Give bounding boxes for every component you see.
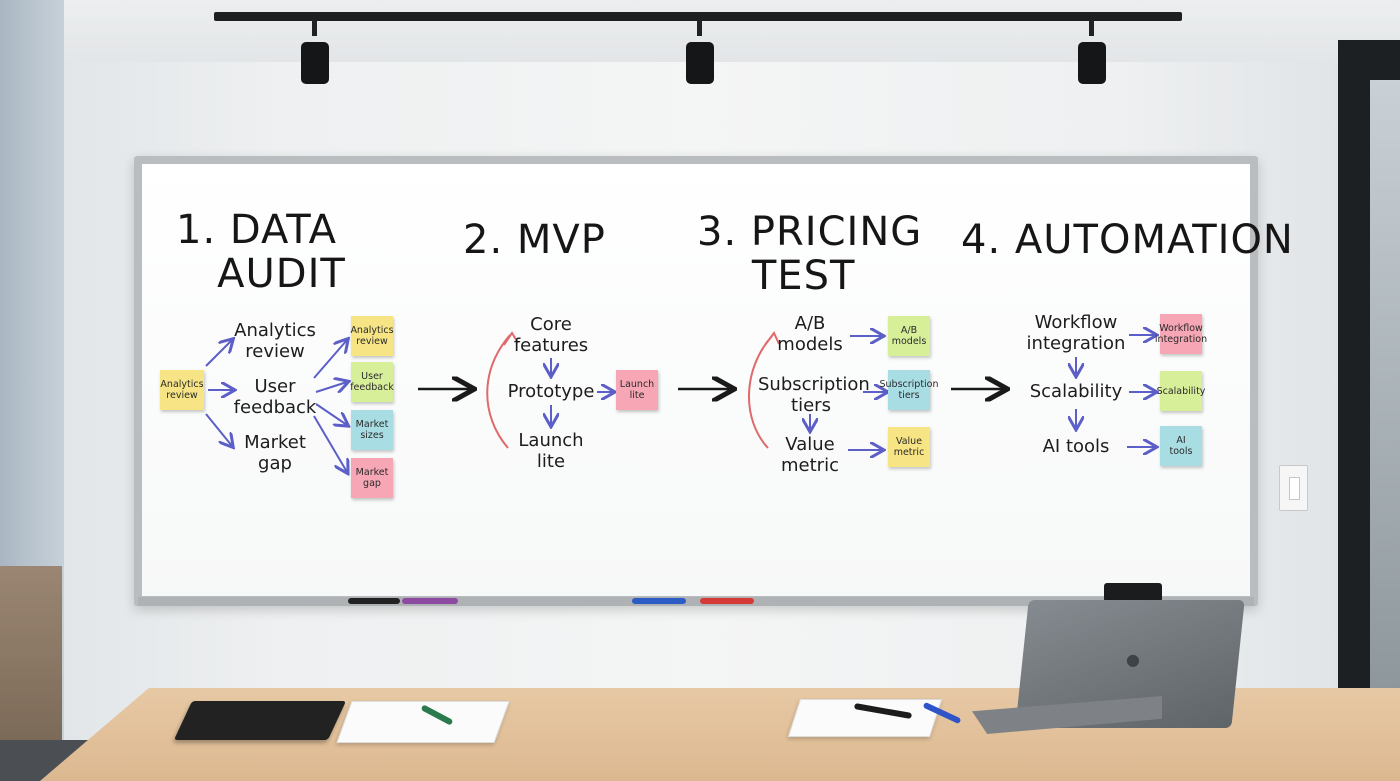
stage-4-item: Scalability <box>1029 381 1123 402</box>
sticky-note: AI tools <box>1160 426 1202 466</box>
switch-toggle[interactable] <box>1289 477 1300 500</box>
sticky-note: Subscription tiers <box>879 370 939 410</box>
whiteboard <box>142 164 1250 596</box>
stage-1-item: User feedback <box>233 376 317 418</box>
marker-black[interactable] <box>348 598 400 604</box>
spot-stem <box>697 20 702 36</box>
arrow <box>313 340 347 379</box>
stage-1-item: Analytics review <box>234 320 316 362</box>
stage-3-item: A/B models <box>777 313 843 355</box>
arrow <box>313 415 347 472</box>
sticky-note: Market sizes <box>351 410 393 450</box>
stage-3-item: Subscription tiers <box>758 374 870 416</box>
sticky-note: Analytics review <box>350 316 394 356</box>
sticky-note: Workflow integration <box>1155 314 1207 354</box>
spot-stem <box>1089 20 1094 36</box>
marker-red[interactable] <box>700 598 754 604</box>
sticky-note: User feedback <box>350 362 394 402</box>
arrow <box>205 340 232 367</box>
marker-blue[interactable] <box>632 598 686 604</box>
stage-3-item: Value metric <box>781 434 839 476</box>
arrow <box>315 403 347 425</box>
arrow <box>748 335 773 449</box>
light-switch[interactable] <box>1279 465 1308 511</box>
stage-2-item: Launch lite <box>518 430 584 472</box>
door-glass <box>1370 80 1400 690</box>
spotlight-center <box>686 42 714 84</box>
sticky-note: A/B models <box>888 316 930 356</box>
sticky-note: Value metric <box>888 427 930 467</box>
arrow <box>315 382 347 392</box>
stage-2-heading: 2. MVP <box>463 217 606 263</box>
marker-tray <box>138 597 1254 606</box>
arrow <box>764 331 780 346</box>
stage-2-item: Core features <box>513 314 589 356</box>
stage-4-heading: 4. AUTOMATION <box>961 217 1294 263</box>
spotlight-left <box>301 42 329 84</box>
sticky-note: Launch lite <box>616 370 658 410</box>
spot-stem <box>312 20 317 36</box>
stage-1-heading: 1. DATA AUDIT <box>176 207 346 297</box>
stage-2-item: Prototype <box>507 381 595 402</box>
stage-3-heading: 3. PRICING TEST <box>697 209 923 299</box>
stage-1-item: Market gap <box>244 432 306 474</box>
arrow <box>486 334 511 449</box>
black-notebook[interactable] <box>173 701 347 740</box>
arrow <box>205 413 232 446</box>
apple-logo-icon: ● <box>1126 650 1140 669</box>
sticky-note: Scalability <box>1157 371 1205 411</box>
stage-4-item: AI tools <box>1042 436 1110 457</box>
spotlight-right <box>1078 42 1106 84</box>
track-light-rail <box>214 12 1182 21</box>
stage-4-item: Workflow integration <box>1026 312 1126 354</box>
sticky-note: Analytics review <box>160 370 204 410</box>
marker-purple[interactable] <box>402 598 458 604</box>
sticky-note: Market gap <box>351 458 393 498</box>
left-cabinet <box>0 566 62 741</box>
arrow <box>503 331 519 346</box>
eraser[interactable] <box>1104 583 1162 602</box>
